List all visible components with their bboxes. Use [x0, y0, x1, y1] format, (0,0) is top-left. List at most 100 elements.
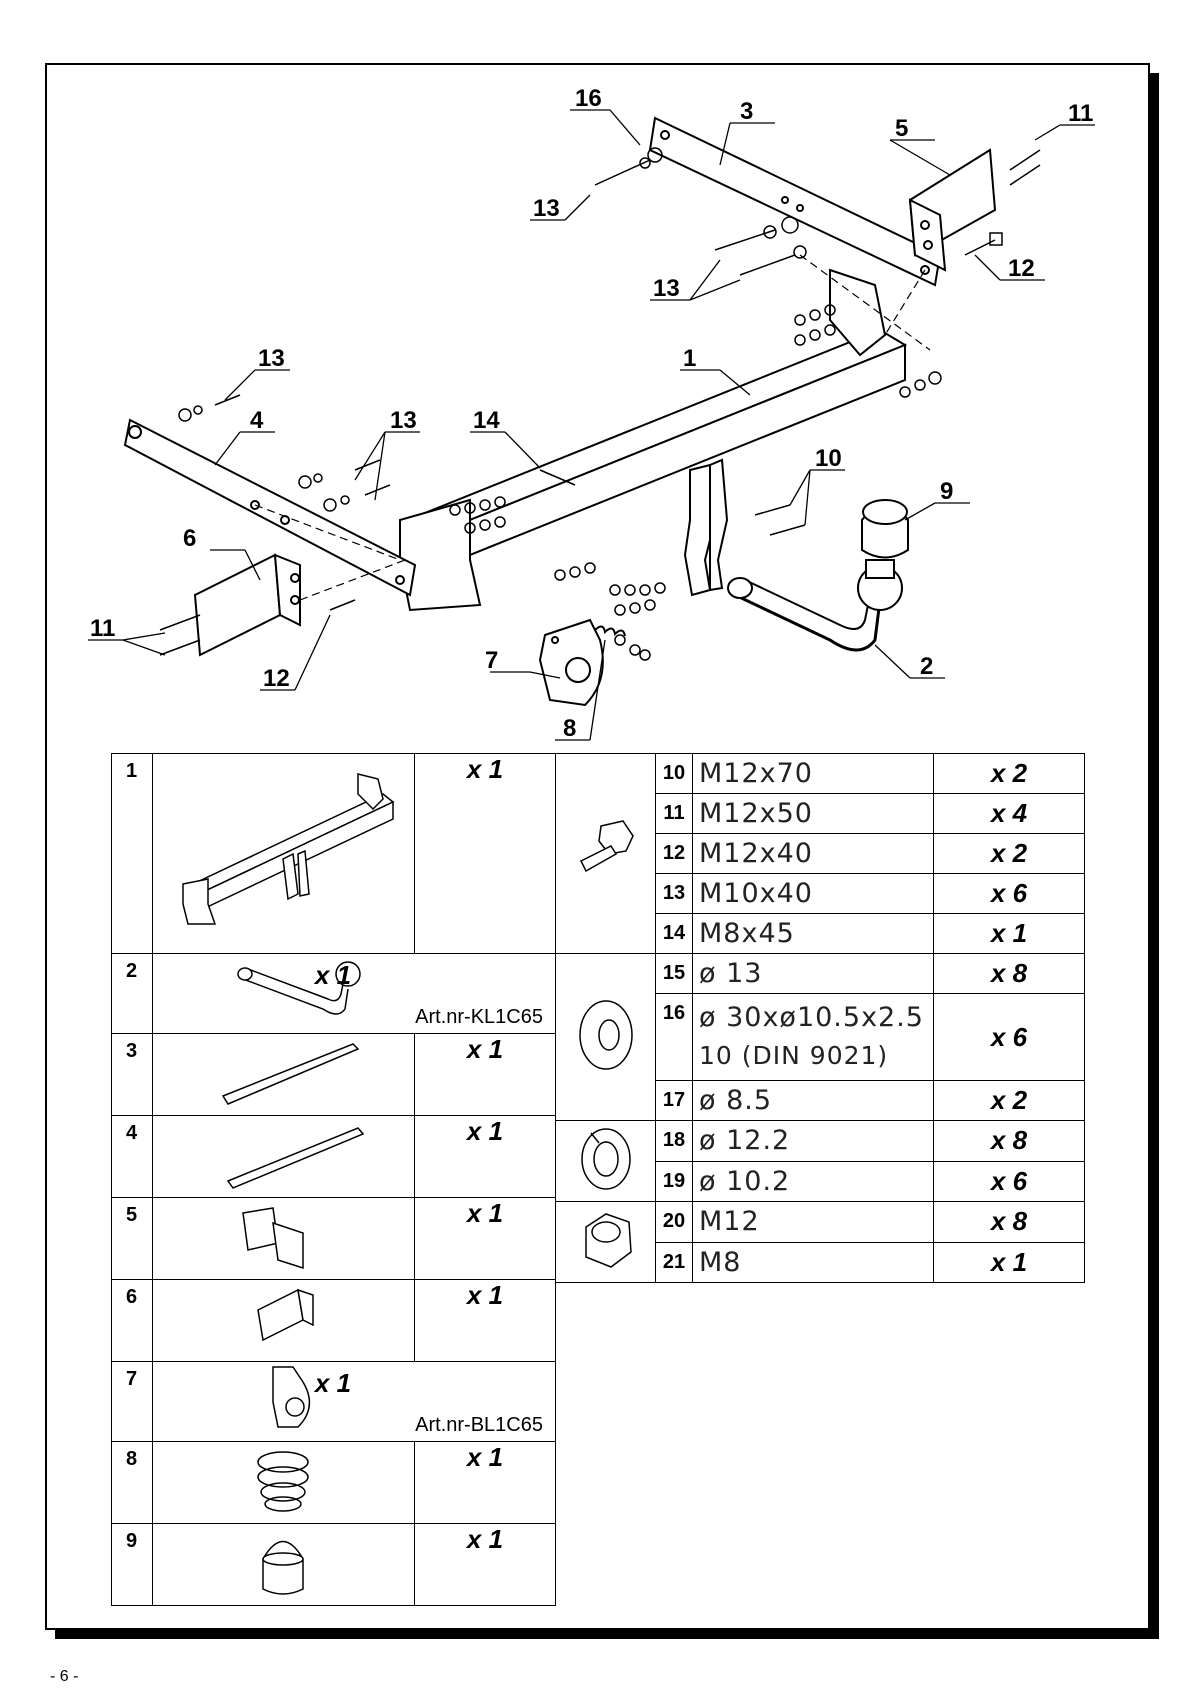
hardware-number: 19: [655, 1160, 693, 1202]
alignment-lines: [254, 254, 931, 601]
side-arm-part-3: [648, 116, 942, 287]
callout-13-lower: 13: [390, 407, 417, 434]
part-quantity: x 1: [414, 1279, 556, 1362]
part-image-crossbar: [152, 753, 415, 954]
callout-11-left: 11: [90, 615, 115, 642]
hardware-quantity: x 6: [933, 1160, 1085, 1202]
part-image-socket-plate: x 1 Art.nr-BL1C65: [152, 1361, 556, 1442]
frame-shadow-right: [1150, 73, 1159, 1639]
hardware-number: 20: [655, 1201, 693, 1243]
lock-washer-icon: [580, 1128, 631, 1190]
callout-14: 14: [473, 407, 500, 434]
part-image-towball: x 1 Art.nr-KL1C65: [152, 953, 556, 1034]
hardware-spec: ø 12.2: [692, 1120, 934, 1162]
part-number: 8: [111, 1441, 153, 1524]
table-row: 12 M12x40 x 2: [556, 833, 1085, 874]
hardware-spec: M10x40: [692, 873, 934, 914]
part-number: 2: [111, 953, 153, 1034]
fasteners: [159, 147, 1041, 661]
hardware-quantity: x 4: [933, 793, 1085, 834]
bolt-image: [555, 753, 656, 954]
callout-10: 10: [815, 445, 842, 472]
hardware-number: 16: [655, 993, 693, 1081]
part-number: 5: [111, 1197, 153, 1280]
table-row: 4 x 1: [111, 1115, 556, 1198]
callout-12-right: 12: [1008, 255, 1035, 282]
part-image-side-arm-3: [152, 1033, 415, 1116]
hardware-number: 14: [655, 913, 693, 954]
hardware-number: 11: [655, 793, 693, 834]
hardware-spec: ø 30xø10.5x2.5 10 (DIN 9021): [692, 993, 934, 1081]
spring-icon: [257, 1451, 309, 1512]
table-row: 17 ø 8.5 x 2: [556, 1080, 1085, 1121]
part-image-bracket-6: [152, 1279, 415, 1362]
callout-5: 5: [895, 115, 908, 142]
table-row: 20 M12 x 8: [555, 1201, 1085, 1283]
hardware-spec: M12: [692, 1201, 934, 1243]
callout-12-left: 12: [263, 665, 290, 692]
cap-icon: [262, 1540, 304, 1595]
part-quantity: x 1: [414, 1033, 556, 1116]
table-row: 5 x 1: [111, 1197, 556, 1280]
part-quantity: x 1: [314, 1368, 352, 1398]
hardware-quantity: x 8: [933, 953, 1085, 994]
spring-part-8: [594, 625, 626, 637]
hardware-spec: M12x70: [692, 753, 934, 794]
table-row: 15 ø 13 x 8: [555, 953, 1085, 1121]
callout-6: 6: [183, 525, 196, 552]
hardware-spec: M8x45: [692, 913, 934, 954]
part-number: 9: [111, 1523, 153, 1606]
callout-7: 7: [485, 647, 498, 674]
article-number: Art.nr-KL1C65: [415, 1006, 543, 1028]
article-number: Art.nr-BL1C65: [415, 1414, 543, 1436]
hardware-number: 10: [655, 753, 693, 794]
socket-plate-part-7: [538, 618, 604, 707]
table-row: 1 x 1: [111, 753, 556, 954]
hardware-quantity: x 2: [933, 753, 1085, 794]
hardware-spec-line: ø 30xø10.5x2.5: [699, 1002, 924, 1033]
hardware-quantity: x 1: [933, 913, 1085, 954]
hardware-quantity: x 8: [933, 1120, 1085, 1162]
hardware-quantity: x 6: [933, 993, 1085, 1081]
callout-9: 9: [940, 478, 953, 505]
hardware-quantity: x 8: [933, 1201, 1085, 1243]
nut-icon: [584, 1213, 632, 1268]
part-image-bracket-5: [152, 1197, 415, 1280]
callout-13-mid: 13: [653, 275, 680, 302]
part-quantity: x 1: [414, 1197, 556, 1280]
part-quantity: x 1: [414, 1441, 556, 1524]
hardware-spec: ø 8.5: [692, 1080, 934, 1121]
table-row: 18 ø 12.2 x 8: [555, 1120, 1085, 1202]
part-number: 4: [111, 1115, 153, 1198]
callout-11-top: 11: [1068, 100, 1093, 127]
table-row: 16 ø 30xø10.5x2.5 10 (DIN 9021) x 6: [556, 993, 1085, 1081]
nut-image: [555, 1201, 656, 1283]
table-row: 6 x 1: [111, 1279, 556, 1362]
table-row: 11 M12x50 x 4: [556, 793, 1085, 834]
bracket-part-5: [908, 148, 997, 272]
table-row: 2 x 1 Art.nr-KL1C65: [111, 953, 556, 1034]
table-row: 14 M8x45 x 1: [556, 913, 1085, 954]
page-number: - 6 -: [50, 1668, 79, 1685]
socket-plate-icon: [272, 1366, 311, 1428]
hardware-number: 18: [655, 1120, 693, 1162]
bolt-icon: [579, 820, 634, 873]
part-quantity: x 1: [414, 753, 556, 954]
leader-lines: [88, 109, 1095, 741]
part-image-side-arm-4: [152, 1115, 415, 1198]
exploded-assembly-diagram: 16 3 5 11 12 13 13 1 13 4 13 14 10 9 6 1…: [88, 85, 1095, 742]
crossbar-icon: [182, 773, 395, 925]
part-quantity: x 1: [414, 1523, 556, 1606]
part-image-spring: [152, 1441, 415, 1524]
hardware-number: 17: [655, 1080, 693, 1121]
lock-washer-image: [555, 1120, 656, 1202]
bracket-icon: [242, 1207, 304, 1270]
table-row: 7 x 1 Art.nr-BL1C65: [111, 1361, 556, 1442]
part-number: 1: [111, 753, 153, 954]
callout-2: 2: [920, 653, 933, 680]
hardware-spec: M12x40: [692, 833, 934, 874]
frame-shadow-bottom: [55, 1630, 1159, 1639]
hardware-spec-line: 10 (DIN 9021): [699, 1041, 889, 1070]
part-number: 6: [111, 1279, 153, 1362]
towball-part-2: [727, 559, 903, 652]
